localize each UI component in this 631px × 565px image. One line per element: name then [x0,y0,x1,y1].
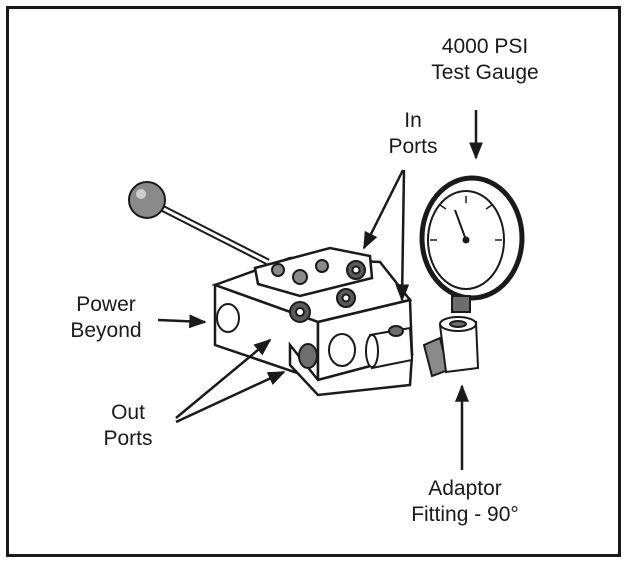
adaptor-label-line1: Adaptor [428,477,502,500]
valve-body [211,246,414,397]
side-ports [216,303,414,370]
pressure-gauge [419,175,525,313]
adaptor-fitting [422,316,480,378]
power-beyond-label: Power Beyond [56,292,156,344]
gauge-label: 4000 PSI Test Gauge [415,34,555,86]
power-beyond-label-line2: Beyond [70,319,142,342]
gauge-label-line1: 4000 PSI [441,35,529,58]
in-ports-label-line2: Ports [388,135,438,158]
in-port-arrow-2 [395,169,410,302]
callout-arrows [157,110,483,470]
control-lever [128,181,270,266]
out-ports-label-line2: Ports [103,427,153,450]
out-ports-label-line1: Out [111,401,145,424]
power-beyond-arrow [157,314,207,329]
adaptor-label: Adaptor Fitting - 90° [395,476,535,528]
in-ports-label-line1: In [404,109,422,132]
lever-knob [128,181,166,219]
top-ports [271,259,366,323]
out-port-arrow-1 [175,338,272,419]
in-ports-label: In Ports [378,108,448,160]
out-port-arrow-2 [175,370,286,424]
in-port-arrow-1 [362,169,405,250]
power-beyond-label-line1: Power [76,293,136,316]
gauge-label-line2: Test Gauge [431,61,539,84]
out-ports-label: Out Ports [88,400,168,452]
adaptor-label-line2: Fitting - 90° [411,503,519,526]
